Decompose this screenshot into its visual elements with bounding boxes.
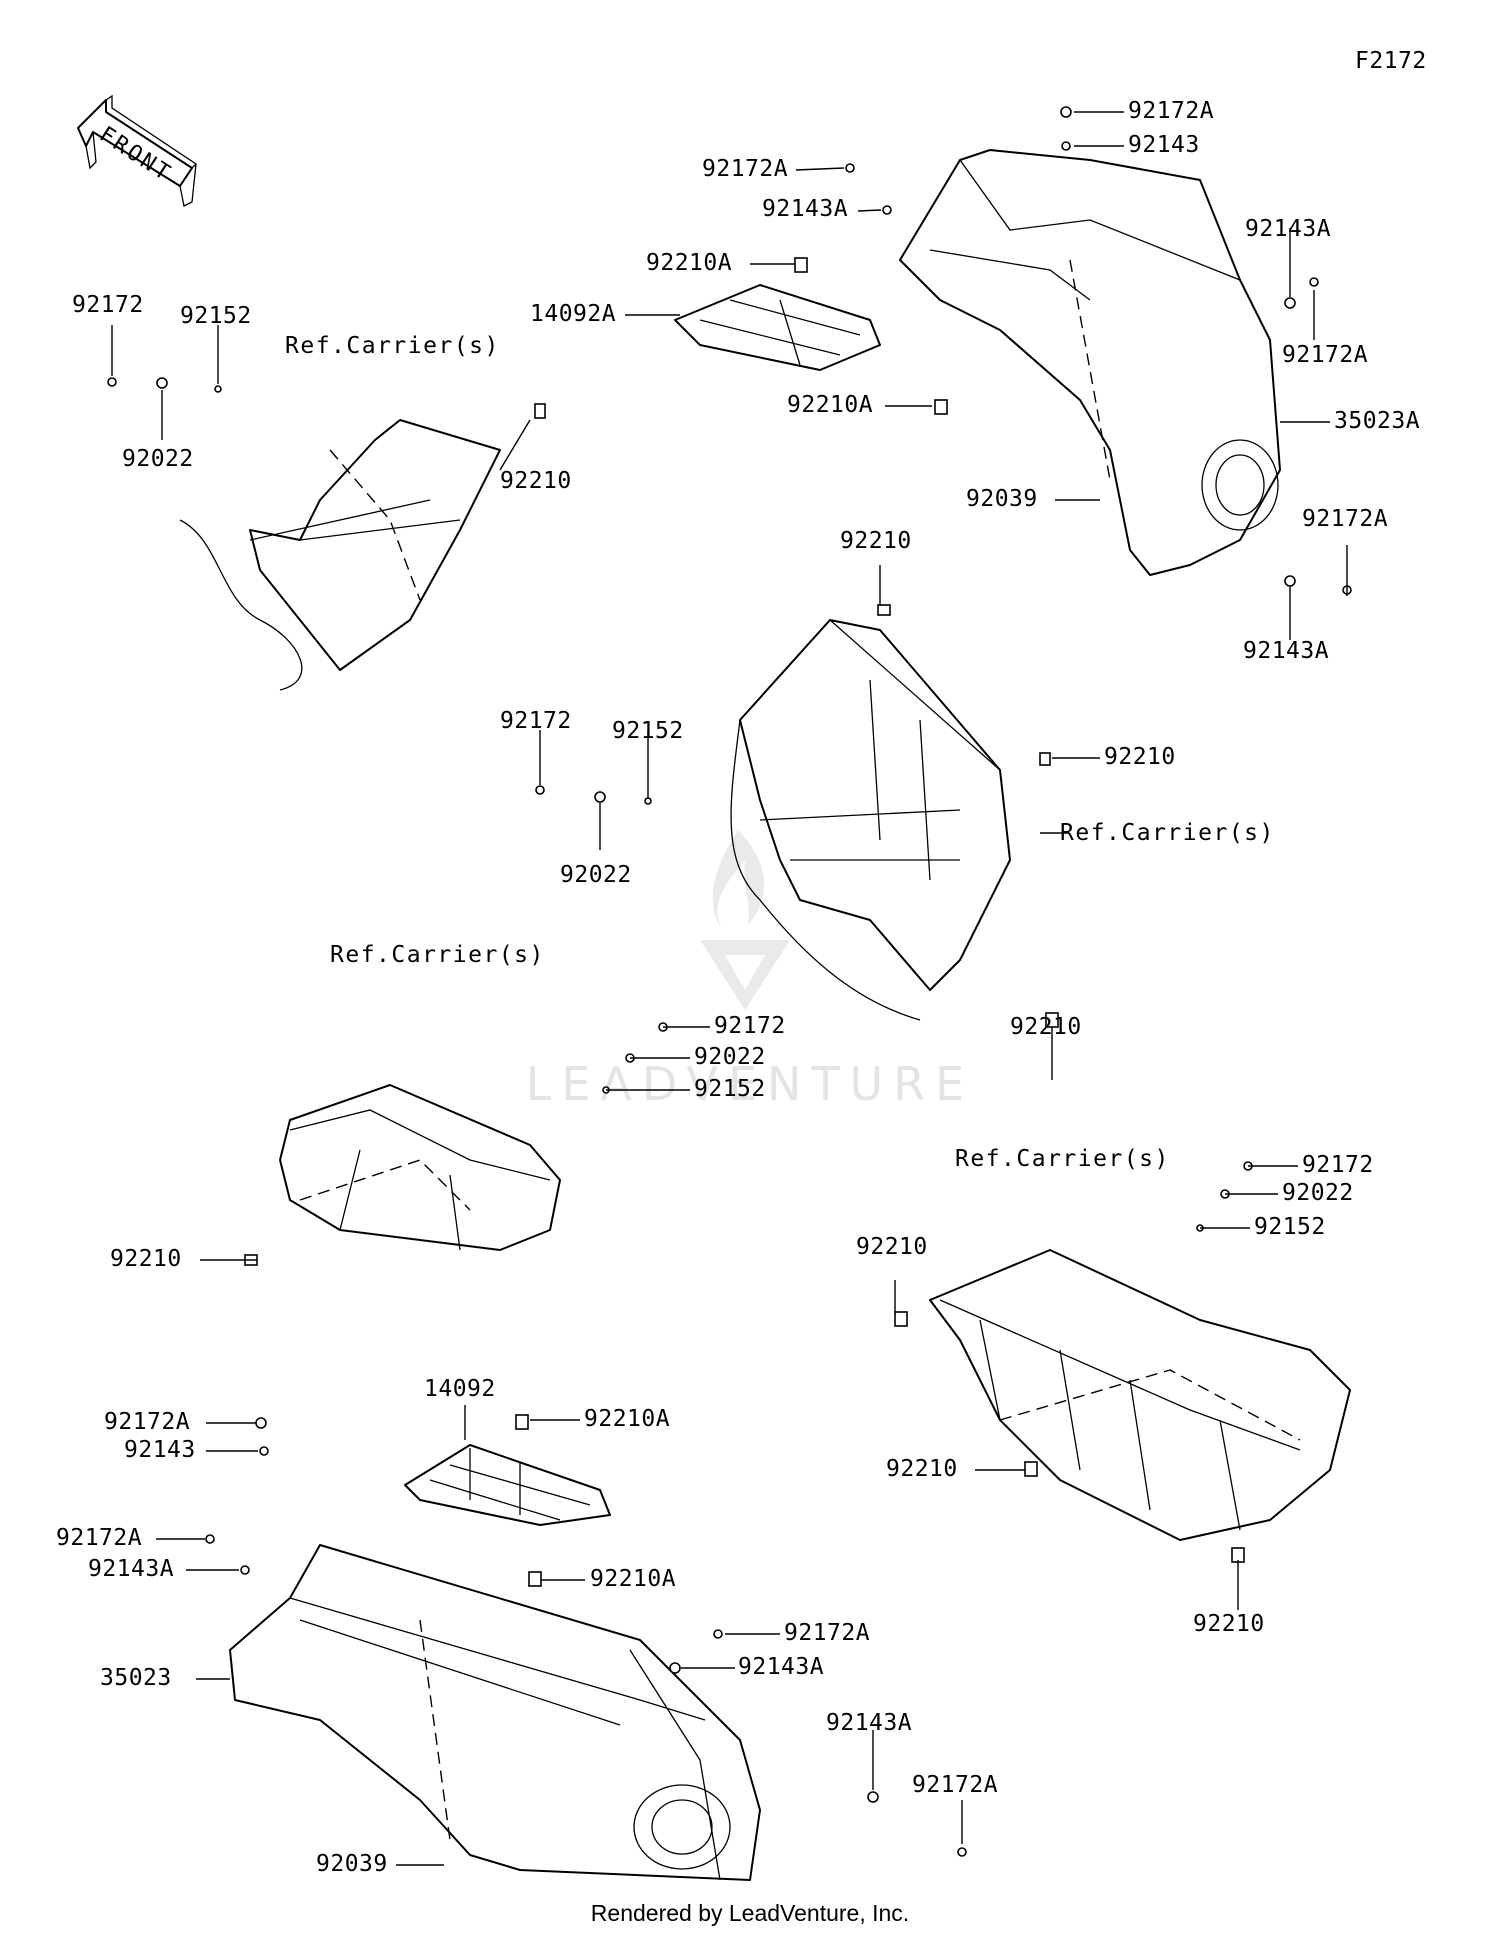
ref-carrier-label: Ref.Carrier(s) xyxy=(330,942,545,968)
watermark-logo xyxy=(700,830,790,1010)
front-arrow-icon xyxy=(77,94,198,207)
part-label-92210[interactable]: 92210 xyxy=(1193,1611,1265,1637)
skid-plate-14092 xyxy=(404,1444,611,1526)
part-label-92210[interactable]: 92210 xyxy=(840,528,912,554)
part-label-92210a[interactable]: 92210A xyxy=(584,1406,671,1432)
part-label-14092a[interactable]: 14092A xyxy=(530,301,617,327)
footer-credit: Rendered by LeadVenture, Inc. xyxy=(590,1900,910,1926)
part-label-92152[interactable]: 92152 xyxy=(694,1076,766,1102)
part-label-14092[interactable]: 14092 xyxy=(424,1376,496,1402)
part-label-92143a[interactable]: 92143A xyxy=(1243,638,1330,664)
skid-plate-14092a xyxy=(674,284,881,371)
part-label-92143a[interactable]: 92143A xyxy=(88,1556,175,1582)
part-label-92172a[interactable]: 92172A xyxy=(1282,342,1369,368)
part-label-92210[interactable]: 92210 xyxy=(856,1234,928,1260)
part-label-92143a[interactable]: 92143A xyxy=(826,1710,913,1736)
hardware-bolts xyxy=(107,106,1352,1857)
part-label-92039[interactable]: 92039 xyxy=(316,1851,388,1877)
carrier-c xyxy=(279,1084,561,1251)
part-label-92210[interactable]: 92210 xyxy=(110,1246,182,1272)
part-label-35023a[interactable]: 35023A xyxy=(1334,408,1421,434)
part-label-92172a[interactable]: 92172A xyxy=(1128,98,1215,124)
watermark-text: LEADVENTURE xyxy=(526,1057,975,1111)
part-label-92172[interactable]: 92172 xyxy=(1302,1152,1374,1178)
carrier-a xyxy=(179,419,501,691)
bumper-35023 xyxy=(229,1544,761,1881)
part-label-92022[interactable]: 92022 xyxy=(1282,1180,1354,1206)
part-label-92143a[interactable]: 92143A xyxy=(762,196,849,222)
diagram-code: F2172 xyxy=(1355,48,1427,74)
bumper-35023a xyxy=(899,149,1281,576)
part-label-92172a[interactable]: 92172A xyxy=(104,1409,191,1435)
leader-lines xyxy=(111,111,1348,1866)
part-label-92143a[interactable]: 92143A xyxy=(1245,216,1332,242)
part-label-92152[interactable]: 92152 xyxy=(612,718,684,744)
part-label-92143[interactable]: 92143 xyxy=(1128,132,1200,158)
carrier-b xyxy=(730,619,1011,1021)
part-label-92172a[interactable]: 92172A xyxy=(702,156,789,182)
part-label-35023[interactable]: 35023 xyxy=(100,1665,172,1691)
ref-carrier-label: Ref.Carrier(s) xyxy=(1060,820,1275,846)
part-label-92172[interactable]: 92172 xyxy=(72,292,144,318)
part-label-92210[interactable]: 92210 xyxy=(1104,744,1176,770)
part-label-92172a[interactable]: 92172A xyxy=(784,1620,871,1646)
part-label-92172[interactable]: 92172 xyxy=(714,1013,786,1039)
part-label-92210[interactable]: 92210 xyxy=(500,468,572,494)
part-label-92152[interactable]: 92152 xyxy=(180,303,252,329)
part-label-92022[interactable]: 92022 xyxy=(560,862,632,888)
part-label-92210[interactable]: 92210 xyxy=(1010,1014,1082,1040)
part-label-92152[interactable]: 92152 xyxy=(1254,1214,1326,1240)
part-label-92022[interactable]: 92022 xyxy=(694,1044,766,1070)
part-label-92210[interactable]: 92210 xyxy=(886,1456,958,1482)
part-label-92039[interactable]: 92039 xyxy=(966,486,1038,512)
carrier-d xyxy=(929,1249,1351,1541)
part-label-92172[interactable]: 92172 xyxy=(500,708,572,734)
part-label-92210a[interactable]: 92210A xyxy=(590,1566,677,1592)
part-label-92022[interactable]: 92022 xyxy=(122,446,194,472)
ref-carrier-label: Ref.Carrier(s) xyxy=(955,1146,1170,1172)
part-label-92172a[interactable]: 92172A xyxy=(56,1525,143,1551)
part-label-92210a[interactable]: 92210A xyxy=(646,250,733,276)
part-label-92172a[interactable]: 92172A xyxy=(1302,506,1389,532)
part-label-92143[interactable]: 92143 xyxy=(124,1437,196,1463)
ref-carrier-label: Ref.Carrier(s) xyxy=(285,333,500,359)
part-label-92210a[interactable]: 92210A xyxy=(787,392,874,418)
part-label-92172a[interactable]: 92172A xyxy=(912,1772,999,1798)
part-label-92143a[interactable]: 92143A xyxy=(738,1654,825,1680)
